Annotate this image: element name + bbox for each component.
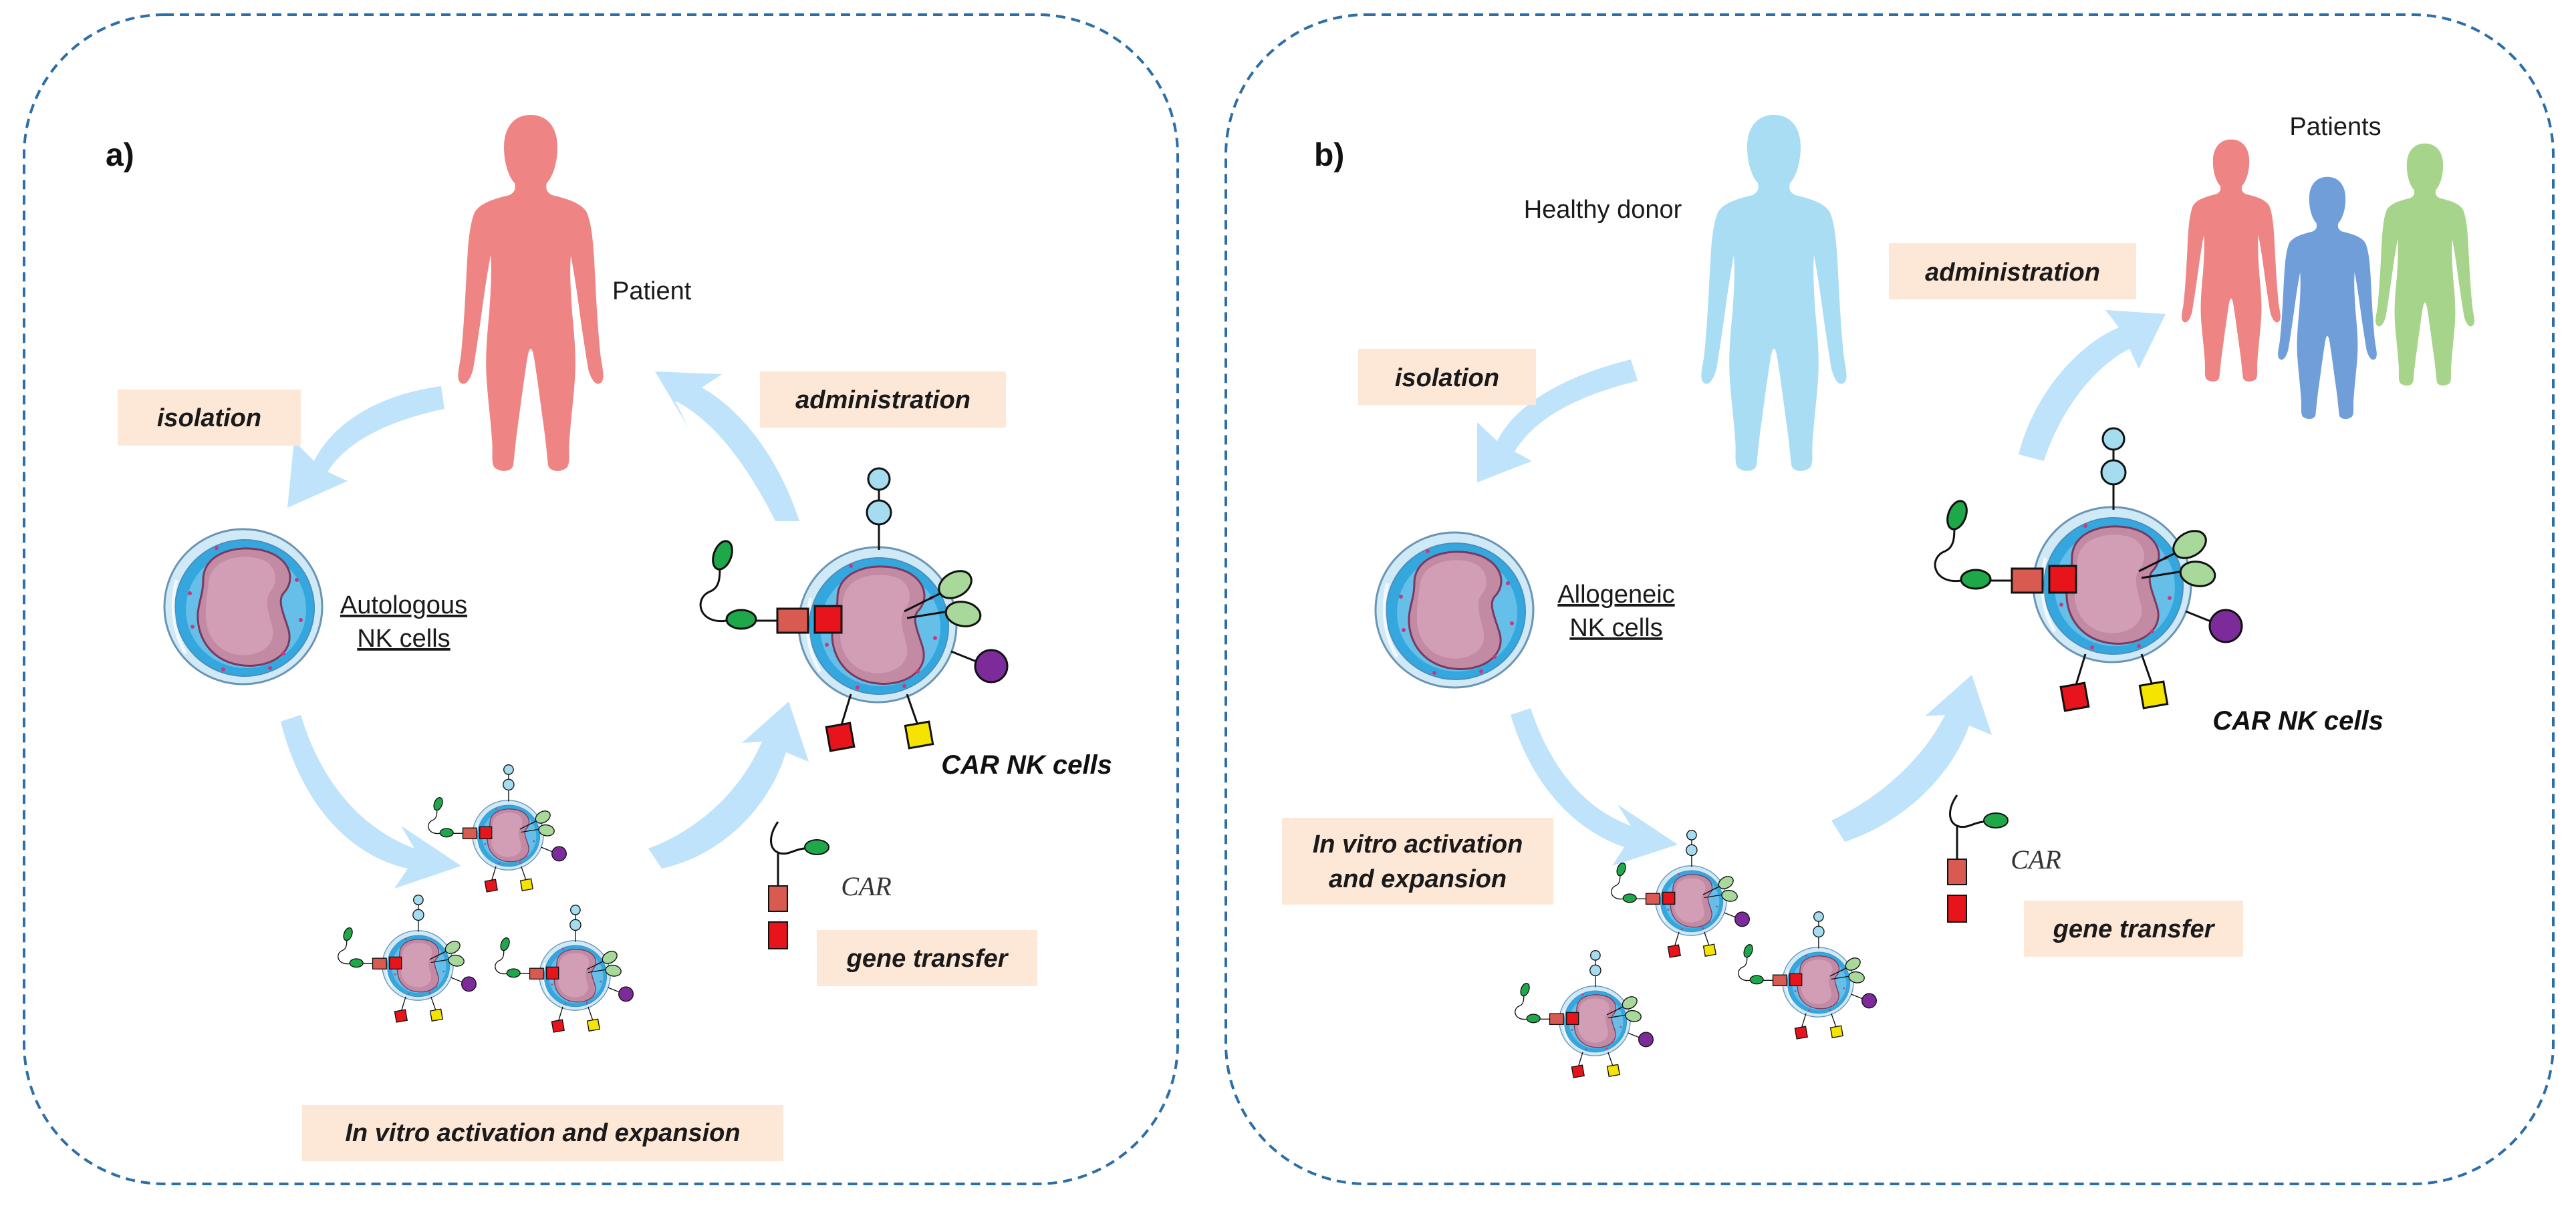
panel-b-border — [1225, 13, 2555, 1185]
gene-transfer-label: gene transfer — [846, 945, 1009, 973]
allogeneic-label: Allogeneic — [1557, 581, 1674, 609]
panel-a-tag: a) — [106, 138, 134, 173]
human-silhouette-icon — [458, 115, 604, 471]
car-label: CAR — [841, 871, 892, 901]
car-nk-cell-icon — [338, 895, 477, 1022]
curved-arrow-icon — [1477, 359, 1638, 482]
patient-label: Patient — [612, 277, 692, 305]
nk-cells-label: NK cells — [1569, 614, 1662, 642]
healthy-donor-label: Healthy donor — [1524, 196, 1682, 224]
curved-arrow-icon — [648, 702, 809, 869]
nk-cell-icon — [164, 529, 322, 684]
car-construct-icon — [1946, 794, 2009, 923]
gene-transfer-label: gene transfer — [2053, 915, 2216, 943]
curved-arrow-icon — [655, 371, 799, 521]
car-nk-cell-icon — [428, 765, 567, 892]
panel-a: a) Patient isolation Autologous NK cells… — [23, 13, 1179, 1185]
human-silhouette-icon — [2375, 143, 2474, 386]
gene-transfer-box — [817, 930, 1037, 986]
curved-arrow-icon — [1511, 708, 1678, 866]
car-nk-cell-icon — [495, 905, 634, 1032]
isolation-label: isolation — [1395, 364, 1499, 392]
curved-arrow-icon — [2019, 310, 2166, 461]
panel-a-border — [23, 13, 1179, 1185]
panel-b-tag: b) — [1314, 138, 1344, 173]
nk-cells-label: NK cells — [357, 625, 450, 653]
human-silhouette-icon — [1701, 115, 1847, 471]
car-construct-icon — [767, 820, 830, 950]
curved-arrow-icon — [281, 715, 461, 889]
administration-box — [1889, 243, 2136, 299]
car-nk-cell-icon — [1515, 951, 1654, 1078]
isolation-box — [1358, 349, 1536, 405]
curved-arrow-icon — [287, 386, 444, 508]
expansion-label-line2: and expansion — [1329, 865, 1507, 893]
car-nk-cell-icon — [700, 468, 1007, 751]
car-nk-cell-icon — [1738, 912, 1877, 1039]
expansion-label-line1: In vitro activation — [1313, 830, 1523, 859]
car-label: CAR — [2011, 845, 2061, 875]
human-silhouette-icon — [2278, 176, 2377, 420]
administration-label: administration — [795, 386, 971, 414]
autologous-label: Autologous — [340, 591, 467, 619]
car-nk-cells-label: CAR NK cells — [2212, 706, 2384, 736]
expansion-box — [302, 1105, 783, 1161]
curved-arrow-icon — [1831, 675, 1992, 842]
expansion-label: In vitro activation and expansion — [345, 1119, 740, 1147]
expansion-box — [1282, 818, 1553, 905]
panel-b: b) Healthy donor Patients isolation Allo… — [1225, 13, 2555, 1185]
human-silhouette-icon — [2182, 139, 2281, 382]
isolation-box — [118, 390, 301, 446]
nk-cell-icon — [1376, 532, 1533, 688]
administration-label: administration — [1925, 259, 2100, 287]
car-nk-cells-label: CAR NK cells — [941, 750, 1112, 780]
administration-box — [760, 371, 1006, 428]
car-nk-cell-icon — [1935, 428, 2242, 711]
isolation-label: isolation — [157, 404, 261, 432]
patients-label: Patients — [2289, 113, 2381, 141]
gene-transfer-box — [2024, 901, 2243, 957]
